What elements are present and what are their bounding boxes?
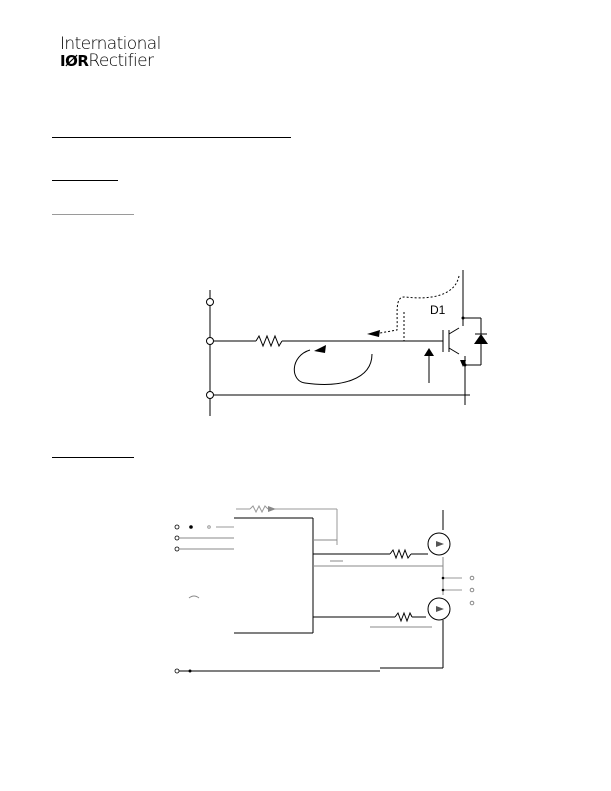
miller-current-path <box>379 275 460 334</box>
terminal-bottom <box>206 391 214 399</box>
logo-text-rectifier: Rectifier <box>88 51 154 71</box>
d1-label: D1 <box>430 303 446 317</box>
logo-text-international: International <box>60 34 161 54</box>
logo-ior-mark: IØR <box>60 52 89 70</box>
section-heading-underline-2 <box>52 214 134 215</box>
company-logo: International IØRRectifier <box>60 34 161 74</box>
logo-text-line2: IØRRectifier <box>60 51 154 72</box>
title-underline <box>52 137 291 138</box>
gate-loop-current <box>293 349 373 385</box>
terminal-top <box>206 298 214 306</box>
section-heading-underline-1 <box>52 180 118 181</box>
high-side-mosfet <box>427 532 451 556</box>
terminal-middle <box>206 337 214 345</box>
section-heading-underline-3 <box>52 457 134 458</box>
gate-resistor <box>255 334 283 348</box>
low-side-mosfet <box>427 597 451 621</box>
